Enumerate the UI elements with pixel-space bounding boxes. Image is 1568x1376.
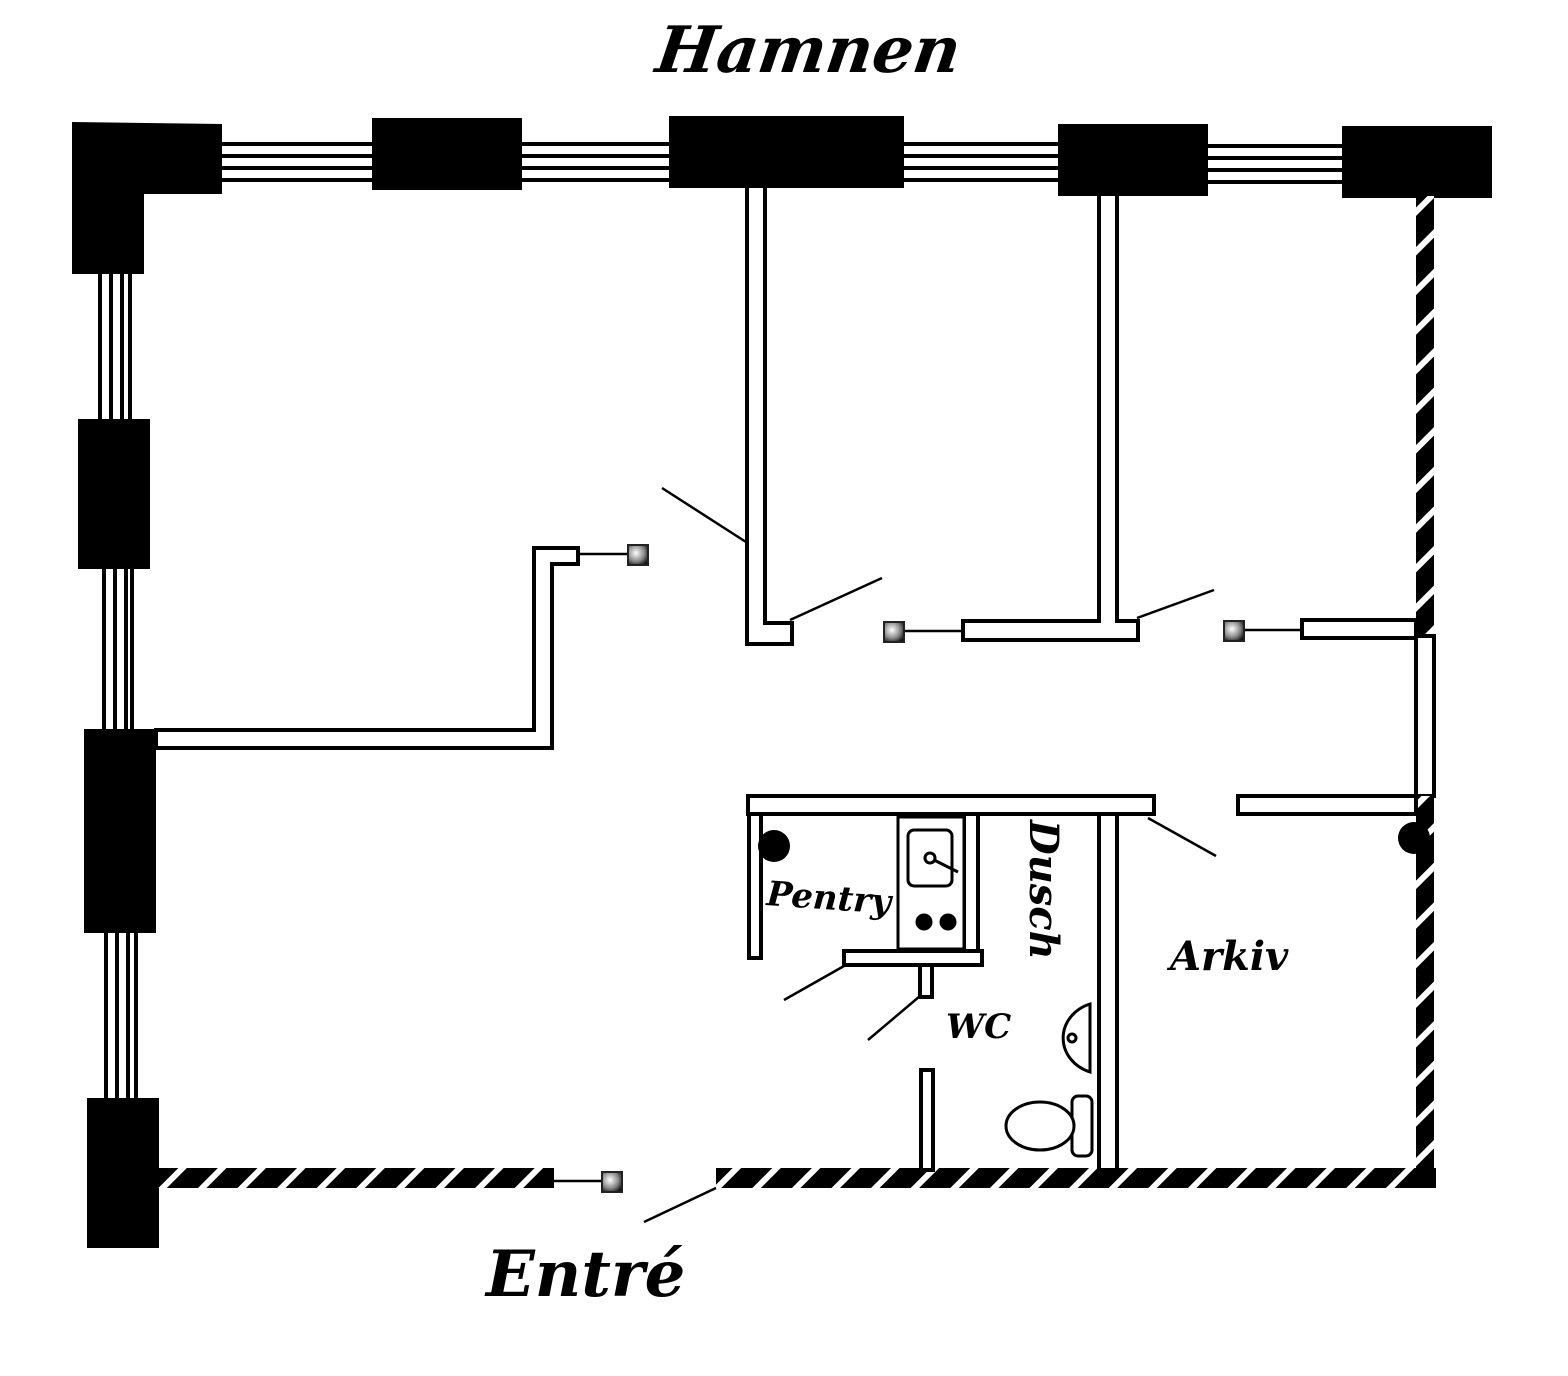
pipe-icon bbox=[758, 830, 790, 862]
pillar bbox=[84, 729, 156, 933]
pillars bbox=[72, 116, 1492, 1248]
label-kitchenette: Pentry bbox=[764, 874, 894, 923]
wall-wc-left bbox=[919, 1068, 935, 1172]
door-swing bbox=[1147, 816, 1217, 858]
wall-pentry-left bbox=[747, 812, 763, 960]
wall-pentry-bottom bbox=[842, 949, 984, 967]
stove-icon bbox=[939, 913, 957, 931]
door-stop-icon bbox=[883, 621, 905, 643]
pillar bbox=[669, 116, 904, 188]
door-swing bbox=[867, 995, 921, 1041]
wall-pentry-right bbox=[962, 812, 980, 956]
door-swings bbox=[554, 486, 1302, 1224]
interior-walls bbox=[154, 184, 1418, 1172]
bottom-wall bbox=[158, 1168, 1436, 1188]
pillar bbox=[1058, 124, 1208, 196]
corner-pillar-top-left bbox=[72, 122, 222, 274]
label-harbour: Hamnen bbox=[650, 13, 966, 88]
stove-icon bbox=[915, 913, 933, 931]
door-swing bbox=[789, 576, 883, 622]
wc-fixtures bbox=[1004, 1001, 1094, 1158]
pillar-top-right bbox=[1342, 126, 1492, 198]
door-stops bbox=[601, 544, 1245, 1193]
wall-right-stub bbox=[1236, 794, 1418, 816]
pillar-bottom-left bbox=[87, 1098, 159, 1248]
door-swing bbox=[783, 964, 845, 1002]
wall-wc-stub bbox=[918, 963, 934, 999]
right-wall bbox=[1414, 196, 1436, 1174]
kitchen-counter bbox=[896, 815, 966, 951]
toilet-icon bbox=[1004, 1100, 1076, 1152]
pillar bbox=[372, 118, 522, 190]
label-entrance: Entré bbox=[484, 1237, 685, 1312]
door-swing bbox=[1136, 588, 1215, 620]
pipe-icon bbox=[1398, 822, 1430, 854]
wall-shower-arkiv bbox=[1097, 812, 1119, 1172]
door-swing bbox=[661, 486, 747, 544]
wall-core-top bbox=[746, 794, 1156, 816]
pillar bbox=[78, 419, 150, 569]
left-wall bbox=[98, 272, 138, 1100]
label-toilet: WC bbox=[946, 1007, 1011, 1047]
door-stop-icon bbox=[601, 1171, 623, 1193]
door-swing-entrance bbox=[643, 1186, 717, 1224]
wall-office-1 bbox=[745, 184, 794, 646]
label-archive: Arkiv bbox=[1166, 933, 1289, 980]
wall-office-3 bbox=[1300, 618, 1418, 640]
top-wall bbox=[220, 142, 1344, 184]
wall-office-2 bbox=[961, 192, 1140, 642]
wall-l-shape bbox=[154, 546, 580, 750]
door-stop-icon bbox=[1223, 620, 1245, 642]
door-stop-icon bbox=[627, 544, 649, 566]
label-shower: Dusch bbox=[1020, 819, 1067, 960]
